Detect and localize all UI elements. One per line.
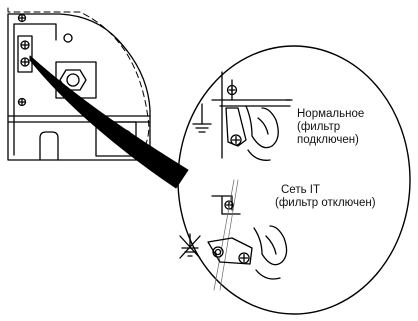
detail-normal: [192, 71, 293, 161]
grounding-link-disconnected: [207, 237, 253, 265]
callout-normal-line-2: (фильтр: [297, 121, 341, 133]
screw-icon: [20, 40, 30, 50]
screw-icon: [212, 246, 224, 258]
ground-symbol-icon: [192, 103, 212, 133]
magnifier-pointer: [29, 55, 189, 189]
callout-it-line-2: (фильтр отключен): [275, 197, 376, 209]
screw-icon: [230, 134, 242, 146]
grounding-link-connected: [225, 107, 247, 147]
chassis-hole: [63, 33, 73, 43]
screw-icon: [17, 13, 27, 23]
callout-normal-line-1: Нормальное: [297, 108, 365, 120]
callout-normal-line-3: подключен): [297, 134, 359, 146]
chassis-bottom-slot: [39, 131, 59, 161]
screw-icon: [17, 97, 27, 107]
chassis-body: [7, 13, 151, 161]
chassis-inner-panel: [13, 23, 57, 156]
callout-it-line-1: Сеть IT: [281, 184, 320, 196]
terminal-block: [17, 35, 33, 73]
crossed-out-ground-symbol-icon: [179, 233, 201, 259]
magnifier-circle: [177, 45, 411, 315]
callout-it-label: Сеть IT (фильтр отключен): [275, 184, 376, 210]
screw-icon: [238, 252, 250, 264]
screw-icon: [226, 84, 238, 96]
chassis-plate-edge: [7, 115, 151, 123]
screw-icon: [20, 57, 30, 67]
callout-normal-label: Нормальное (фильтр подключен): [297, 108, 364, 147]
detail-it: [179, 179, 288, 291]
